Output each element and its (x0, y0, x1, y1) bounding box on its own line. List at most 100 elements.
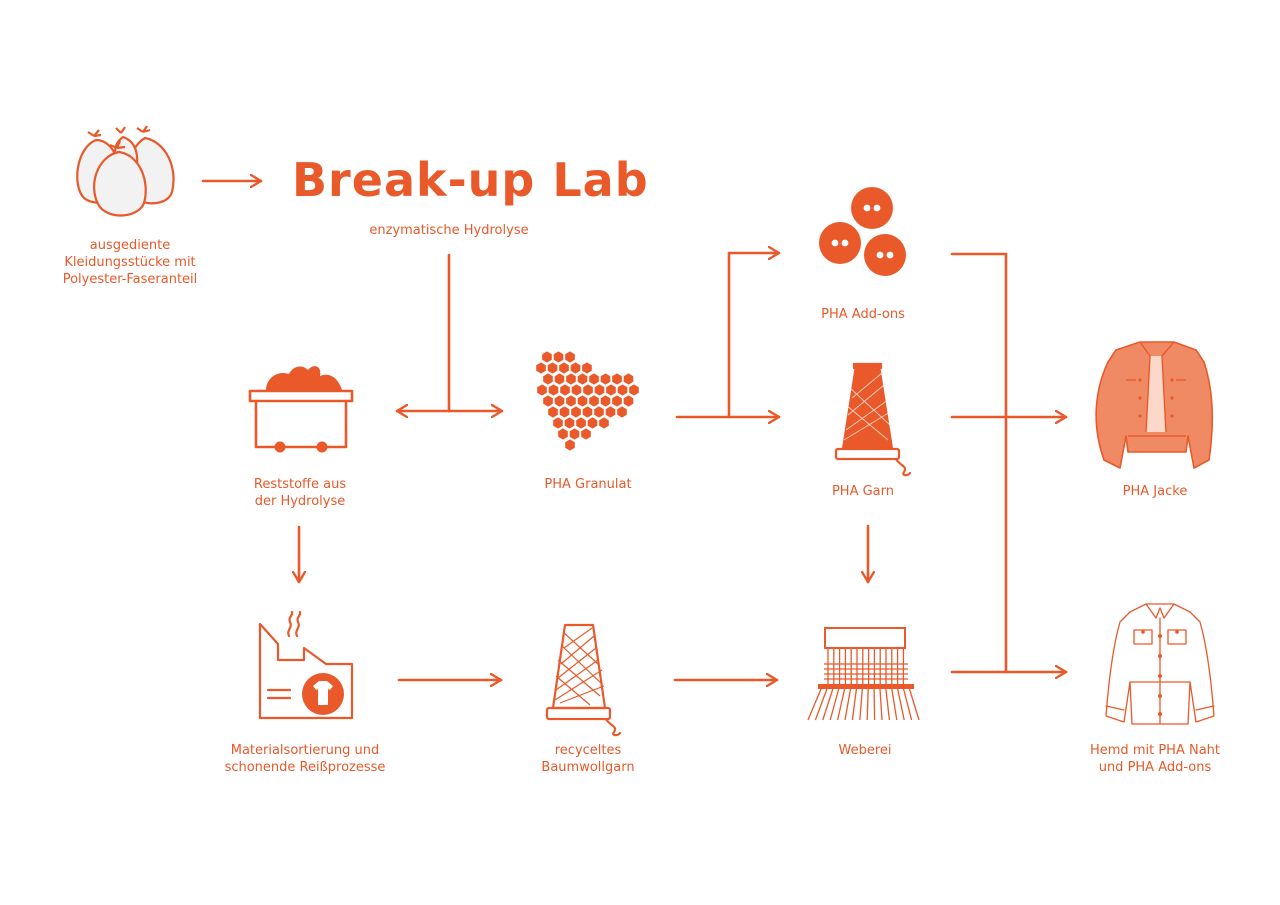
granule (606, 384, 616, 396)
granule (583, 384, 593, 396)
granule (548, 406, 558, 418)
label-line: ausgediente (89, 238, 171, 253)
granule (600, 395, 611, 407)
granule (581, 428, 591, 440)
granule (629, 384, 639, 396)
granule (554, 395, 565, 407)
label-line: Polyester-Faseranteil (62, 272, 198, 287)
granule (542, 351, 552, 363)
granule (587, 417, 598, 429)
label-line: Hemd mit PHA Naht (1090, 743, 1220, 758)
granule (570, 362, 581, 374)
granule (576, 417, 586, 429)
granulate-icon (536, 351, 639, 451)
fringe-thread (829, 688, 840, 721)
cotton-yarn-cone-icon (545, 623, 622, 737)
fringe-thread (902, 688, 913, 721)
granule (560, 384, 570, 396)
fringe-thread (851, 688, 858, 721)
granule (537, 384, 547, 396)
granule (571, 384, 582, 396)
label-addons: PHA Add-ons (821, 307, 905, 322)
shirt-icon (1105, 603, 1215, 725)
fringe-thread (897, 688, 905, 721)
fringe-thread (822, 688, 834, 721)
granule (623, 395, 634, 407)
label-pha-yarn: PHA Garn (831, 484, 895, 499)
granule (553, 417, 563, 429)
granule (577, 373, 588, 385)
subtitle: enzymatische Hydrolyse (369, 223, 529, 238)
granule (553, 351, 564, 363)
loom-icon (807, 627, 920, 721)
granule (599, 417, 609, 429)
granule (559, 362, 569, 374)
granule (600, 373, 611, 385)
jacket-icon (1095, 341, 1214, 469)
fringe-thread (891, 688, 898, 721)
buttons-icon (819, 187, 906, 276)
granule (589, 395, 599, 407)
granule (548, 384, 559, 396)
granule (594, 406, 604, 418)
label-factory: Materialsortierung und schonende Reißpro… (205, 742, 405, 776)
granule (558, 428, 568, 440)
granule (554, 373, 565, 385)
label-line: und PHA Add-ons (1098, 760, 1212, 775)
label-line: Reststoffe aus (253, 477, 347, 492)
granule (612, 373, 622, 385)
factory-icon (258, 610, 354, 720)
shirt-buttons (1141, 630, 1179, 716)
granule (571, 406, 581, 418)
fringe-thread (844, 688, 852, 721)
label-cotton-yarn: recyceltes Baumwollgarn (508, 742, 668, 776)
fringe-thread (885, 688, 891, 721)
label-granulate: PHA Granulat (544, 477, 632, 492)
yarn-cone-icon (834, 362, 912, 477)
garbage-bags-icon (76, 125, 175, 217)
label-line: schonende Reißprozesse (224, 760, 386, 775)
granule (547, 362, 558, 374)
fringe-thread (866, 688, 869, 721)
label-jacket: PHA Jacke (1122, 484, 1188, 499)
granule (564, 417, 575, 429)
label-shirt: Hemd mit PHA Naht und PHA Add-ons (1073, 742, 1237, 776)
granule (559, 406, 570, 418)
granule (617, 384, 628, 396)
fringe-thread (814, 688, 828, 721)
granule (565, 439, 575, 451)
granule (605, 406, 616, 418)
dumpster-icon (248, 366, 354, 453)
granule (569, 428, 580, 440)
label-residue: Reststoffe aus der Hydrolyse (220, 476, 380, 510)
granule (589, 373, 599, 385)
granule (612, 395, 622, 407)
granule (536, 362, 546, 374)
granule (543, 395, 553, 407)
granule (566, 395, 576, 407)
granule (565, 351, 575, 363)
granule (594, 384, 605, 396)
fringe-thread (873, 688, 876, 721)
fringe-thread (879, 688, 883, 721)
line-addons-right (950, 252, 1008, 674)
granule (582, 406, 593, 418)
granule (566, 373, 576, 385)
label-weaving: Weberei (838, 743, 892, 758)
arrow-granulate-to-addons (727, 253, 781, 419)
label-line: Kleidungsstücke mit (64, 255, 196, 270)
granule (577, 395, 588, 407)
page-title: Break-up Lab (292, 153, 649, 207)
label-line: recyceltes (554, 743, 622, 758)
label-line: der Hydrolyse (254, 494, 346, 509)
fringe-thread (859, 688, 863, 721)
granule (582, 362, 592, 374)
fringe-thread (836, 688, 846, 721)
granule (623, 373, 634, 385)
fringe-thread (807, 688, 822, 721)
fringe-thread (908, 688, 920, 721)
label-line: Baumwollgarn (541, 760, 635, 775)
granule (617, 406, 627, 418)
label-line: Materialsortierung und (230, 743, 380, 758)
